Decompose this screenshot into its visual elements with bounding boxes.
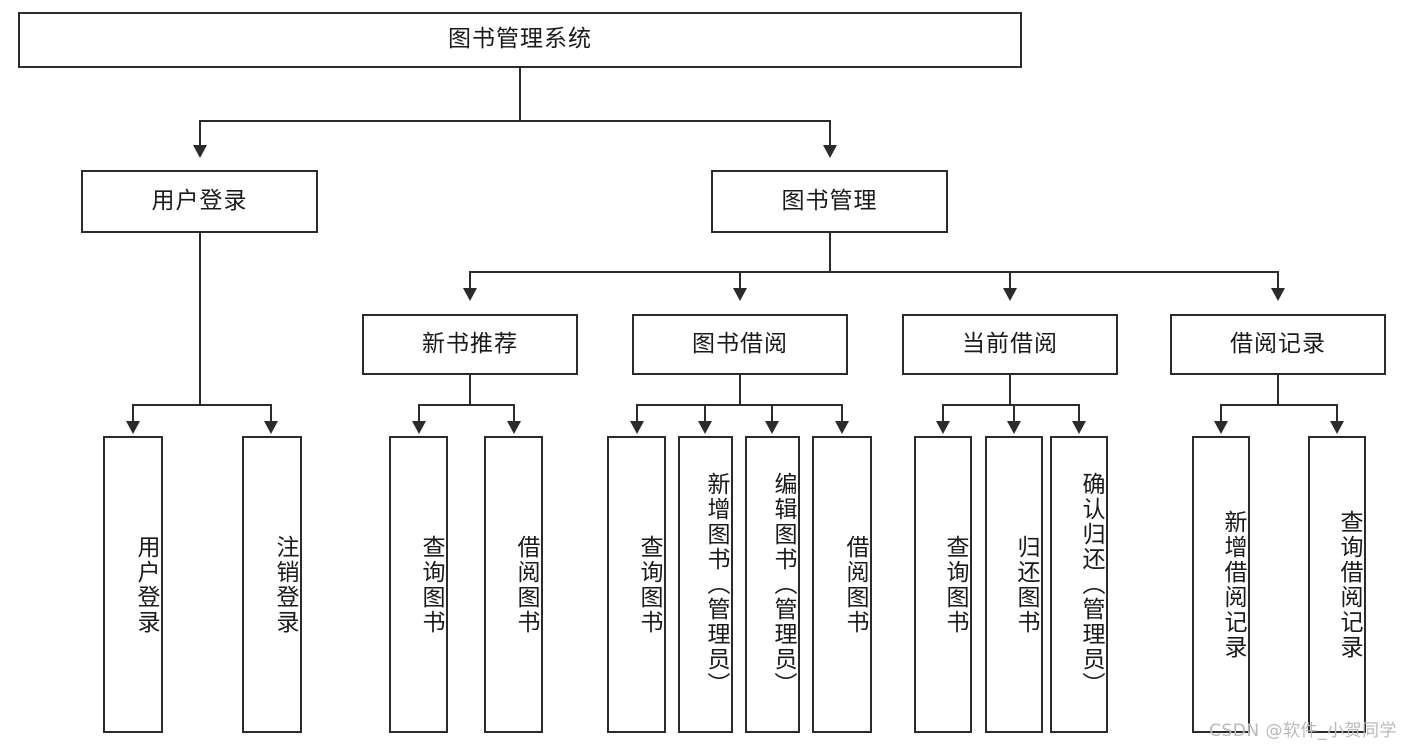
node-label: 查询图书: [418, 534, 444, 635]
edge-bm-to-new-book: [469, 271, 471, 291]
edge-nbr-to-leaf-2: [513, 404, 515, 424]
node-label: 注销登录: [272, 534, 298, 635]
node-label: 新书推荐: [422, 330, 518, 357]
edge-nbr-to-leaf-1: [418, 404, 420, 424]
arrow-to-leaf-borrow-book-bb: [835, 421, 849, 434]
arrow-to-leaf-edit-book: [765, 421, 779, 434]
arrow-to-leaf-return-book: [1007, 421, 1021, 434]
edge-root-to-user-login: [199, 120, 201, 148]
edge-user-login-stem: [199, 233, 201, 406]
node-label: 图书管理: [781, 187, 878, 214]
arrow-to-leaf-add-book: [698, 421, 712, 434]
edge-user-login-to-leaf-1: [132, 404, 134, 424]
edge-user-login-to-leaf-2: [270, 404, 272, 424]
arrow-to-leaf-query-record: [1330, 421, 1344, 434]
node-label: 借阅图书: [842, 534, 868, 635]
node-label: 归还图书: [1013, 534, 1039, 635]
node-book-management[interactable]: 图书管理: [711, 170, 948, 233]
node-borrow-record[interactable]: 借阅记录: [1170, 314, 1386, 375]
edge-book-manage-stem: [829, 233, 831, 273]
edge-user-login-bus: [132, 404, 271, 406]
edge-bb-to-leaf-1: [636, 404, 638, 424]
leaf-query-book-current[interactable]: 查询图书: [914, 436, 972, 733]
arrow-to-leaf-query-book-bb: [630, 421, 644, 434]
arrow-to-new-book-recommend: [463, 288, 477, 301]
edge-bb-to-leaf-4: [841, 404, 843, 424]
node-label: 借阅记录: [1230, 330, 1326, 357]
node-root-system[interactable]: 图书管理系统: [18, 12, 1022, 68]
edge-root-bus: [199, 120, 831, 122]
arrow-to-leaf-user-login: [126, 421, 140, 434]
leaf-add-book-admin[interactable]: 新增图书（管理员）: [678, 436, 733, 733]
arrow-to-leaf-query-book-cb: [936, 421, 950, 434]
arrow-to-leaf-logout: [264, 421, 278, 434]
arrow-to-leaf-confirm-return: [1072, 421, 1086, 434]
edge-bb-stem: [739, 375, 741, 406]
node-label: 查询借阅记录: [1336, 509, 1362, 660]
edge-cb-to-leaf-2: [1013, 404, 1015, 424]
edge-book-manage-bus: [469, 271, 1279, 273]
leaf-borrow-book[interactable]: 借阅图书: [812, 436, 872, 733]
edge-cb-stem: [1009, 375, 1011, 406]
edge-cb-to-leaf-1: [942, 404, 944, 424]
arrow-to-current-borrow: [1003, 288, 1017, 301]
edge-bm-to-book-borrow: [739, 271, 741, 291]
node-label: 图书管理系统: [448, 26, 592, 53]
edge-nbr-bus: [418, 404, 515, 406]
node-new-book-recommend[interactable]: 新书推荐: [362, 314, 578, 375]
arrow-to-leaf-add-record: [1214, 421, 1228, 434]
node-book-borrow[interactable]: 图书借阅: [632, 314, 848, 375]
node-label: 图书借阅: [692, 330, 788, 357]
node-label: 查询图书: [636, 534, 662, 635]
edge-root-stem: [519, 68, 521, 120]
arrow-to-book-borrow: [733, 288, 747, 301]
leaf-query-book-recommend[interactable]: 查询图书: [389, 436, 448, 733]
leaf-query-borrow-record[interactable]: 查询借阅记录: [1308, 436, 1366, 733]
leaf-edit-book-admin[interactable]: 编辑图书（管理员）: [745, 436, 800, 733]
edge-cb-bus: [942, 404, 1079, 406]
edge-br-to-leaf-1: [1220, 404, 1222, 424]
node-label: 编辑图书（管理员）: [770, 472, 796, 697]
leaf-logout[interactable]: 注销登录: [242, 436, 302, 733]
arrow-to-leaf-query-book-nbr: [412, 421, 426, 434]
edge-bb-to-leaf-3: [771, 404, 773, 424]
edge-bb-to-leaf-2: [704, 404, 706, 424]
node-label: 借阅图书: [513, 534, 539, 635]
node-label: 用户登录: [151, 187, 248, 214]
edge-bm-to-borrow-record: [1277, 271, 1279, 291]
node-label: 查询图书: [942, 534, 968, 635]
arrow-to-book-manage: [823, 145, 837, 158]
watermark-text: CSDN @软件_小贺同学: [1209, 721, 1397, 741]
edge-cb-to-leaf-3: [1078, 404, 1080, 424]
leaf-add-borrow-record[interactable]: 新增借阅记录: [1192, 436, 1250, 733]
leaf-confirm-return-admin[interactable]: 确认归还（管理员）: [1050, 436, 1108, 733]
node-label: 当前借阅: [962, 330, 1058, 357]
edge-root-to-book-manage: [829, 120, 831, 148]
arrow-to-user-login: [193, 145, 207, 158]
leaf-return-book[interactable]: 归还图书: [985, 436, 1043, 733]
leaf-query-book-borrow[interactable]: 查询图书: [607, 436, 666, 733]
node-user-login[interactable]: 用户登录: [81, 170, 318, 233]
edge-bb-bus: [636, 404, 843, 406]
node-label: 确认归还（管理员）: [1078, 472, 1104, 697]
node-label: 新增借阅记录: [1220, 509, 1246, 660]
edge-bm-to-current-borrow: [1009, 271, 1011, 291]
node-label: 用户登录: [133, 534, 159, 635]
arrow-to-leaf-borrow-book-nbr: [507, 421, 521, 434]
leaf-borrow-book-recommend[interactable]: 借阅图书: [484, 436, 543, 733]
node-label: 新增图书（管理员）: [703, 472, 729, 697]
node-current-borrow[interactable]: 当前借阅: [902, 314, 1118, 375]
edge-br-bus: [1220, 404, 1337, 406]
edge-br-stem: [1277, 375, 1279, 406]
leaf-user-login[interactable]: 用户登录: [103, 436, 163, 733]
edge-br-to-leaf-2: [1336, 404, 1338, 424]
edge-nbr-stem: [469, 375, 471, 406]
arrow-to-borrow-record: [1271, 288, 1285, 301]
